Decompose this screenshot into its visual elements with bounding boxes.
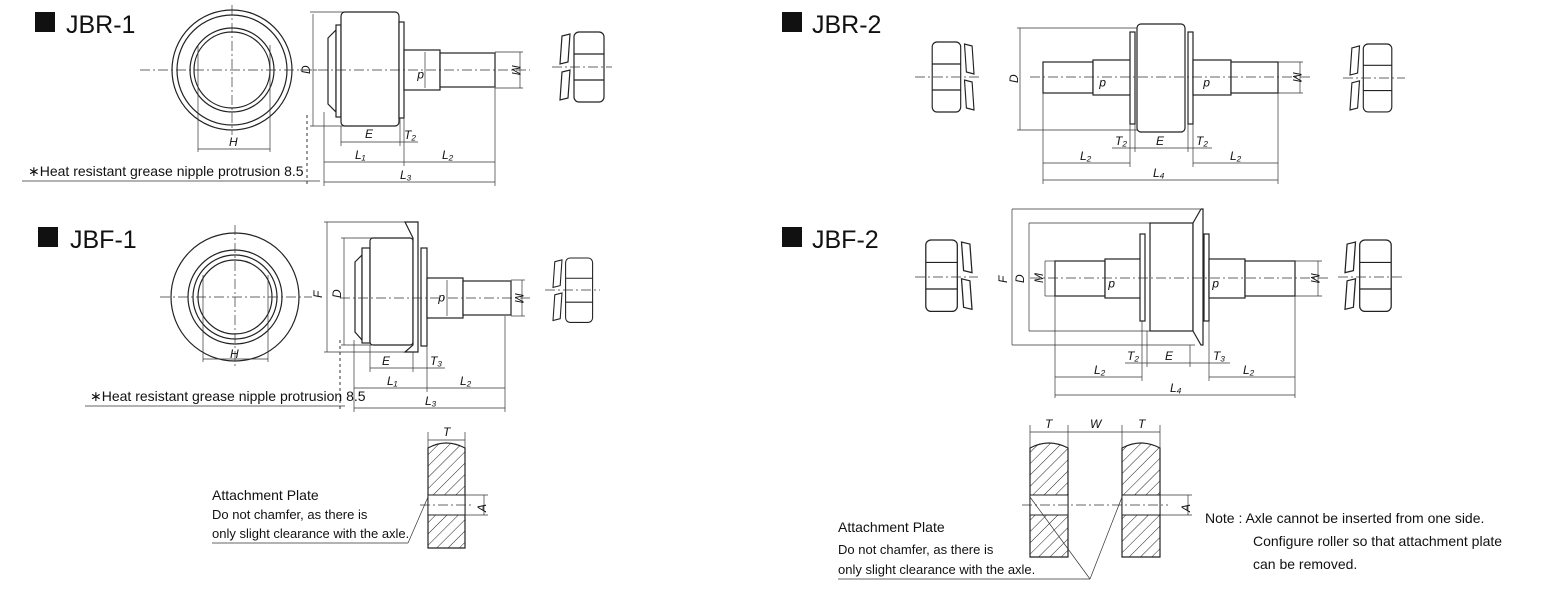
dim-L4: L₄ [1170, 381, 1182, 395]
dim-L2: L₂ [1243, 363, 1255, 377]
nut-icon [1344, 239, 1392, 313]
section-marker [782, 227, 802, 247]
dim-H: H [230, 347, 239, 361]
dim-T2: T₂ [1115, 134, 1127, 148]
dim-D: D [299, 65, 313, 74]
dim-L1: L₁ [355, 148, 366, 162]
dim-T: T [443, 425, 452, 439]
dim-E: E [1156, 134, 1165, 148]
dim-d: d [438, 292, 445, 306]
dim-L3: L₃ [425, 394, 437, 408]
dim-E: E [365, 127, 374, 141]
dim-F: F [311, 290, 325, 298]
section-marker [38, 227, 58, 247]
note-line: Note : Axle cannot be inserted from one … [1205, 510, 1484, 526]
note-line: can be removed. [1253, 556, 1357, 572]
dim-L2: L₂ [460, 374, 472, 388]
dim-T: T [1045, 417, 1054, 431]
section-title: JBR-1 [66, 11, 135, 39]
attachment-plate-text: Do not chamfer, as there is [838, 542, 994, 557]
nut-icon [925, 239, 973, 313]
attachment-plate-title: Attachment Plate [838, 519, 945, 535]
dim-d: d [417, 69, 424, 83]
side-view: D M d E T₂ L₁ L₂ L₃ [299, 11, 530, 186]
section-marker [35, 12, 55, 32]
section-jbr2: JBR-2 D M d d T₂ E T₂ L₂ L₂ L₄ [782, 11, 1405, 184]
dim-T2: T₂ [404, 128, 416, 142]
dim-D: D [1007, 74, 1021, 83]
dim-d: d [1212, 278, 1219, 292]
dim-F: F [996, 275, 1010, 283]
dim-d: d [1203, 77, 1210, 91]
dim-L4: L₄ [1153, 166, 1165, 180]
attachment-plate-text: only slight clearance with the axle. [212, 526, 409, 541]
dim-L2: L₂ [1230, 149, 1242, 163]
dim-L3: L₃ [400, 168, 412, 182]
front-view: H [140, 5, 320, 152]
section-marker [782, 12, 802, 32]
dim-A: A [1179, 504, 1193, 513]
dim-W: W [1090, 417, 1103, 431]
section-title: JBR-2 [812, 11, 881, 39]
section-jbr1: JBR-1 H D M [22, 5, 612, 186]
section-jbf2: JBF-2 F D M M d d T₂ [782, 208, 1405, 398]
attachment-plate-text: Do not chamfer, as there is [212, 507, 368, 522]
dim-D: D [1013, 274, 1027, 283]
dim-d: d [1099, 77, 1106, 91]
dim-L2: L₂ [1080, 149, 1092, 163]
side-view: F D M d E T₃ L₁ L₂ [311, 221, 530, 412]
dim-E: E [1165, 349, 1174, 363]
dim-d: d [1108, 278, 1115, 292]
section-title: JBF-2 [812, 226, 879, 254]
front-view: H [160, 225, 312, 368]
attachment-plate-right: T W T A Attachment Plate Do not chamfer,… [838, 417, 1502, 580]
grease-nipple-note: ∗Heat resistant grease nipple protrusion… [90, 388, 366, 404]
dim-H: H [229, 135, 238, 149]
attachment-plate-left: T A Attachment Plate Do not chamfer, as … [212, 425, 489, 549]
dim-M: M [512, 293, 526, 303]
note-line: Configure roller so that attachment plat… [1253, 533, 1502, 549]
dim-T2: T₂ [1127, 349, 1139, 363]
section-title: JBF-1 [70, 226, 137, 254]
dim-T3: T₃ [1213, 349, 1225, 363]
dim-E: E [382, 354, 391, 368]
section-jbf1: JBF-1 H F D [38, 221, 600, 412]
dim-L2: L₂ [1094, 363, 1106, 377]
attachment-plate-title: Attachment Plate [212, 487, 319, 503]
attachment-plate-text: only slight clearance with the axle. [838, 562, 1035, 577]
dim-A: A [475, 504, 489, 513]
dim-T2: T₂ [1196, 134, 1208, 148]
dim-L2: L₂ [442, 148, 454, 162]
dim-T: T [1138, 417, 1147, 431]
dim-L1: L₁ [387, 374, 398, 388]
dim-D: D [330, 289, 344, 298]
grease-nipple-note: ∗Heat resistant grease nipple protrusion… [28, 163, 304, 179]
dim-T3: T₃ [430, 354, 442, 368]
